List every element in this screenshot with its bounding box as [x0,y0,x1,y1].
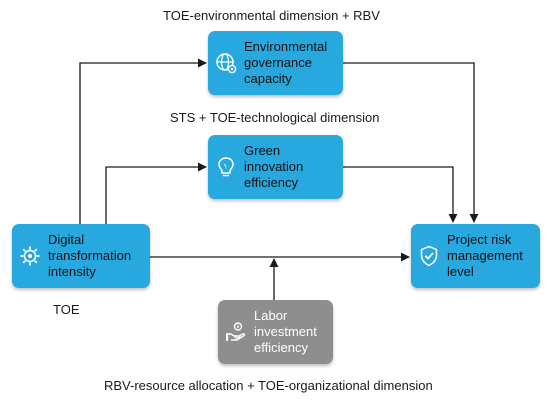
node-label: Environmental governance capacity [244,39,328,86]
globe-gear-icon [216,53,237,74]
caption-env-theory: TOE-environmental dimension + RBV [163,8,380,23]
arrow-digital-to-env [79,58,207,224]
node-environmental-governance: Environmental governance capacity [208,31,343,95]
node-label: Digital transformation intensity [48,232,132,279]
caption-labor-theory: RBV-resource allocation + TOE-organizati… [104,378,433,393]
node-project-risk: Project risk management level [411,224,540,288]
node-label: Labor investment efficiency [254,308,317,355]
arrow-env-to-risk [343,62,479,223]
arrow-digital-to-green [105,162,207,224]
caption-green-theory: STS + TOE-technological dimension [170,110,380,125]
node-digital-transformation: Digital transformation intensity [12,224,150,288]
hand-coin-icon [226,322,246,341]
gear-circuit-icon [20,246,40,266]
node-label: Project risk management level [447,232,523,279]
node-labor-investment: Labor investment efficiency [218,300,333,364]
lightbulb-leaf-icon [218,157,234,177]
node-label: Green innovation efficiency [244,143,304,190]
arrow-green-to-risk [343,166,458,223]
caption-digital-theory: TOE [53,302,80,317]
node-green-innovation: Green innovation efficiency [208,135,343,199]
shield-check-icon [420,245,438,267]
